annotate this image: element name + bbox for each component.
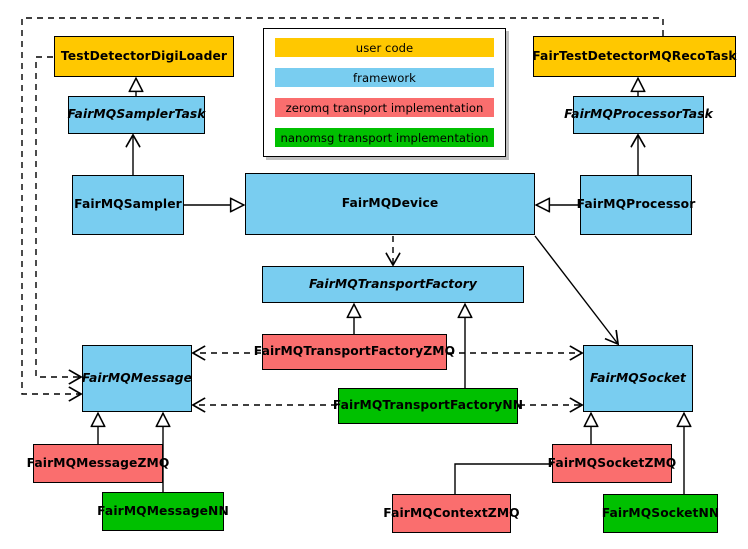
class-node-fairmqtransportfactorynn[interactable]: FairMQTransportFactoryNN <box>333 388 523 424</box>
legend-item-user-code: user code <box>275 38 494 57</box>
class-node-fairmqsocketzmq[interactable]: FairMQSocketZMQ <box>548 444 676 483</box>
legend: user code framework zeromq transport imp… <box>263 28 506 157</box>
class-node-fairtestdetectormqrecotask[interactable]: FairTestDetectorMQRecoTask <box>532 36 737 77</box>
legend-item-nanomsg: nanomsg transport implementation <box>275 128 494 147</box>
legend-item-zeromq: zeromq transport implementation <box>275 98 494 117</box>
class-node-testdetectordigiloader[interactable]: TestDetectorDigiLoader <box>54 36 234 77</box>
class-node-fairmqsamplertask[interactable]: FairMQSamplerTask <box>67 96 205 134</box>
class-node-fairmqmessage[interactable]: FairMQMessage <box>82 345 192 412</box>
class-node-fairmqmessagezmq[interactable]: FairMQMessageZMQ <box>27 444 169 483</box>
class-node-fairmqprocessor[interactable]: FairMQProcessor <box>577 175 695 235</box>
class-node-fairmqsocket[interactable]: FairMQSocket <box>583 345 693 412</box>
edge-device-to-socket <box>534 235 618 344</box>
class-node-fairmqdevice[interactable]: FairMQDevice <box>245 173 535 235</box>
legend-item-framework: framework <box>275 68 494 87</box>
class-node-fairmqtransportfactoryzmq[interactable]: FairMQTransportFactoryZMQ <box>254 334 455 370</box>
class-node-fairmqsampler[interactable]: FairMQSampler <box>72 175 184 235</box>
class-node-fairmqcontextzmq[interactable]: FairMQContextZMQ <box>383 494 520 533</box>
class-node-fairmqsocketnn[interactable]: FairMQSocketNN <box>602 494 719 533</box>
class-node-fairmqmessagenn[interactable]: FairMQMessageNN <box>97 492 229 531</box>
class-node-fairmqtransportfactory[interactable]: FairMQTransportFactory <box>262 266 524 303</box>
edge-socketzmq-to-contextzmq <box>454 457 570 494</box>
class-node-fairmqprocessortask[interactable]: FairMQProcessorTask <box>564 96 713 134</box>
